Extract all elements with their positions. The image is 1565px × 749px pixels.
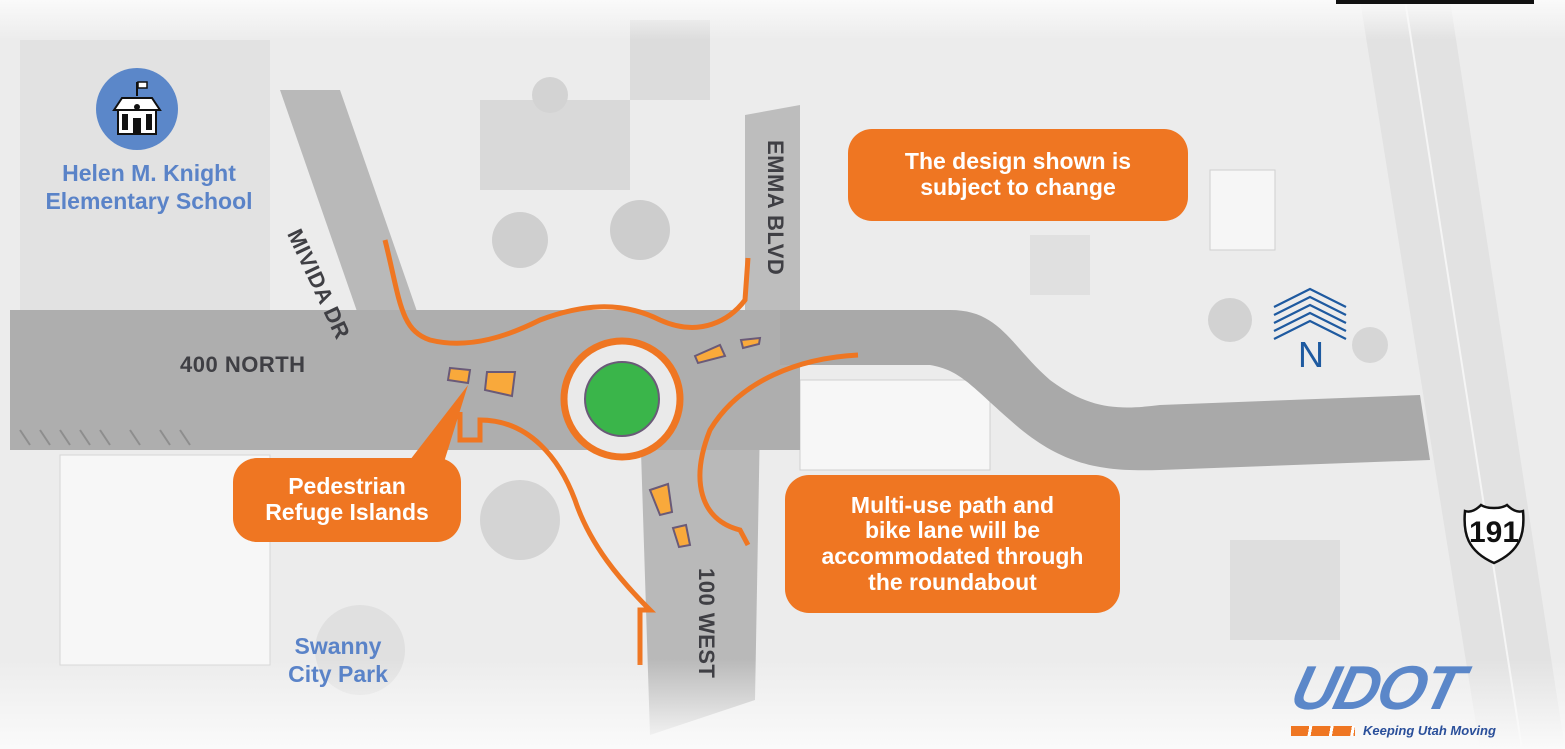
north-arrow-icon: N: [1272, 285, 1350, 377]
top-fade: [0, 0, 1565, 40]
design-notice-callout: The design shown is subject to change: [848, 129, 1188, 221]
shield-number: 191: [1468, 516, 1520, 549]
udot-wordmark: UDOT: [1284, 654, 1470, 723]
road-label-400-north: 400 NORTH: [180, 352, 306, 377]
road-label-100-west: 100 WEST: [694, 568, 719, 679]
park-label: Swanny City Park: [288, 633, 388, 687]
school-building-icon: [96, 68, 178, 150]
udot-logo: UDOT Keeping Utah Moving: [1285, 654, 1535, 745]
refuge-islands-callout: Pedestrian Refuge Islands: [233, 458, 461, 542]
udot-tagline: Keeping Utah Moving: [1363, 723, 1496, 738]
north-label: N: [1298, 334, 1324, 375]
orange-stripes-icon: [1291, 726, 1355, 736]
header-bar-edge: [1336, 0, 1534, 4]
school-label: Helen M. Knight Elementary School: [45, 160, 253, 214]
road-label-emma-blvd: EMMA BLVD: [763, 140, 788, 276]
us-highway-shield-icon: 191: [1459, 503, 1529, 565]
multi-use-path-callout: Multi-use path and bike lane will be acc…: [785, 475, 1120, 613]
